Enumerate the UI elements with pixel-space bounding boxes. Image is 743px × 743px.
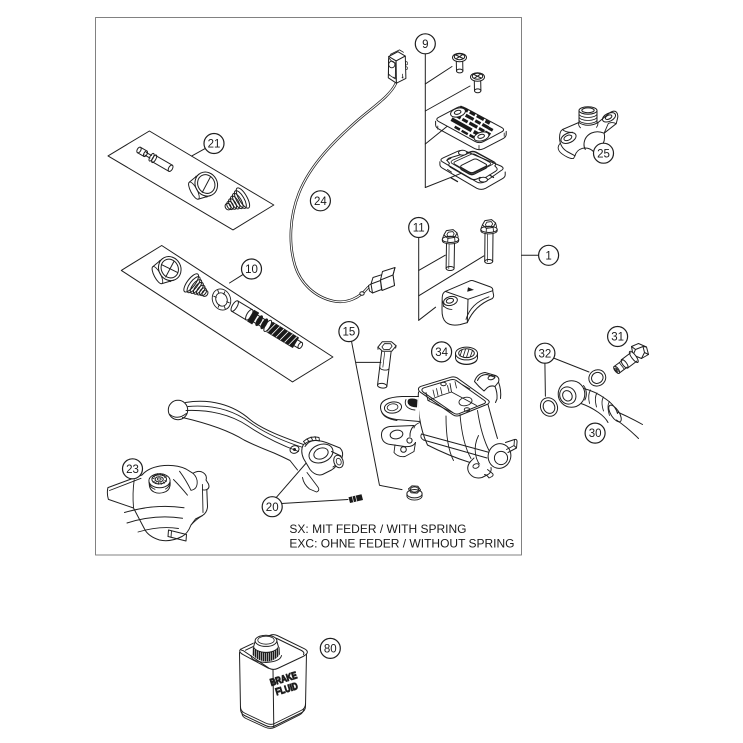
- svg-text:1: 1: [545, 250, 551, 262]
- svg-text:11: 11: [413, 223, 425, 235]
- svg-text:20: 20: [266, 502, 279, 514]
- svg-text:21: 21: [208, 139, 221, 151]
- svg-text:24: 24: [314, 196, 327, 208]
- svg-text:25: 25: [597, 148, 610, 160]
- svg-text:31: 31: [611, 332, 624, 344]
- svg-text:9: 9: [422, 39, 428, 51]
- svg-text:23: 23: [126, 464, 139, 476]
- svg-text:32: 32: [539, 348, 552, 360]
- svg-text:10: 10: [245, 264, 258, 276]
- svg-text:EXC: OHNE FEDER / WITHOUT SPRI: EXC: OHNE FEDER / WITHOUT SPRING: [289, 537, 514, 551]
- svg-text:80: 80: [324, 644, 337, 656]
- svg-text:34: 34: [435, 347, 448, 359]
- svg-text:30: 30: [589, 428, 602, 440]
- svg-text:15: 15: [343, 327, 356, 339]
- svg-text:SX: MIT FEDER / WITH SPRING: SX: MIT FEDER / WITH SPRING: [289, 522, 466, 536]
